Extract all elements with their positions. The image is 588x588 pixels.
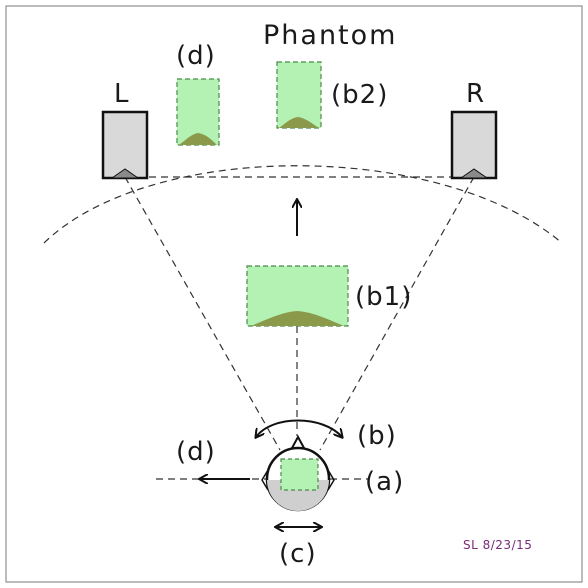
left-speaker <box>101 110 149 180</box>
rotation-arrow <box>256 419 342 438</box>
right-speaker-label: R <box>466 79 485 109</box>
left-sight-line <box>124 176 281 451</box>
signature: SL 8/23/15 <box>463 538 532 552</box>
listening-arc <box>43 165 563 244</box>
phantom-image-b2 <box>276 61 322 129</box>
right-sight-line <box>319 176 475 451</box>
label-b2: (b2) <box>331 80 388 110</box>
phantom-image-d <box>176 78 220 146</box>
label-d-left: (d) <box>176 437 216 467</box>
label-b: (b) <box>357 421 397 451</box>
label-d-top: (d) <box>176 41 216 71</box>
phantom-image-a <box>280 458 319 491</box>
phantom-title: Phantom <box>263 20 397 51</box>
left-speaker-label: L <box>114 79 130 109</box>
label-b1: (b1) <box>355 282 412 312</box>
phantom-image-b1 <box>246 265 349 327</box>
label-a: (a) <box>365 467 404 497</box>
right-speaker <box>450 110 498 180</box>
label-c: (c) <box>279 539 317 569</box>
